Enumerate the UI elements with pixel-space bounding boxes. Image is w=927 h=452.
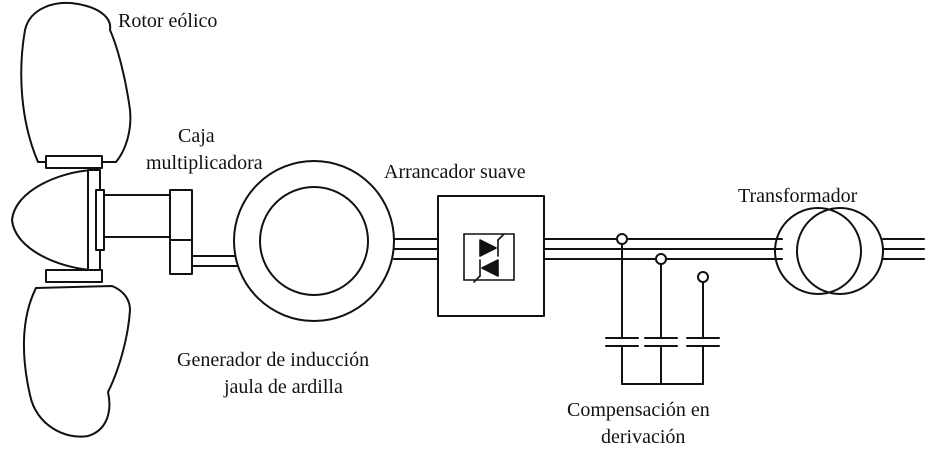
gearbox-block-upper (169, 189, 193, 243)
transformer-secondary (796, 207, 884, 295)
tap-point-1 (616, 233, 628, 245)
gearbox-block-lower (169, 239, 193, 275)
soft-starter-box (437, 195, 545, 317)
lower-blade-root (45, 269, 103, 283)
generator-rotor (259, 186, 369, 296)
gearbox-label-2: multiplicadora (146, 152, 263, 174)
rotor-hub (11, 169, 93, 271)
soft-starter-label: Arrancador suave (384, 161, 526, 183)
generator-label-2: jaula de ardilla (224, 376, 343, 398)
upper-rotor-blade (20, 2, 132, 163)
tap-point-2 (655, 253, 667, 265)
rotor-label: Rotor eólico (118, 10, 218, 32)
transformer-label: Transformador (738, 185, 858, 207)
generator-label-1: Generador de inducción (177, 349, 370, 371)
generator-stator (233, 160, 395, 322)
tap-point-3 (697, 271, 709, 283)
gearbox-label-1: Caja (178, 125, 215, 147)
compensation-label-1: Compensación en (567, 399, 710, 421)
hub-flange (95, 189, 105, 251)
capacitor-bank (605, 337, 720, 347)
upper-blade-root (45, 155, 103, 169)
transformer-primary (774, 207, 862, 295)
thyristor-symbol (463, 233, 515, 283)
compensation-label-2: derivación (601, 426, 686, 448)
lower-rotor-blade (22, 285, 131, 438)
main-shaft (103, 194, 173, 238)
